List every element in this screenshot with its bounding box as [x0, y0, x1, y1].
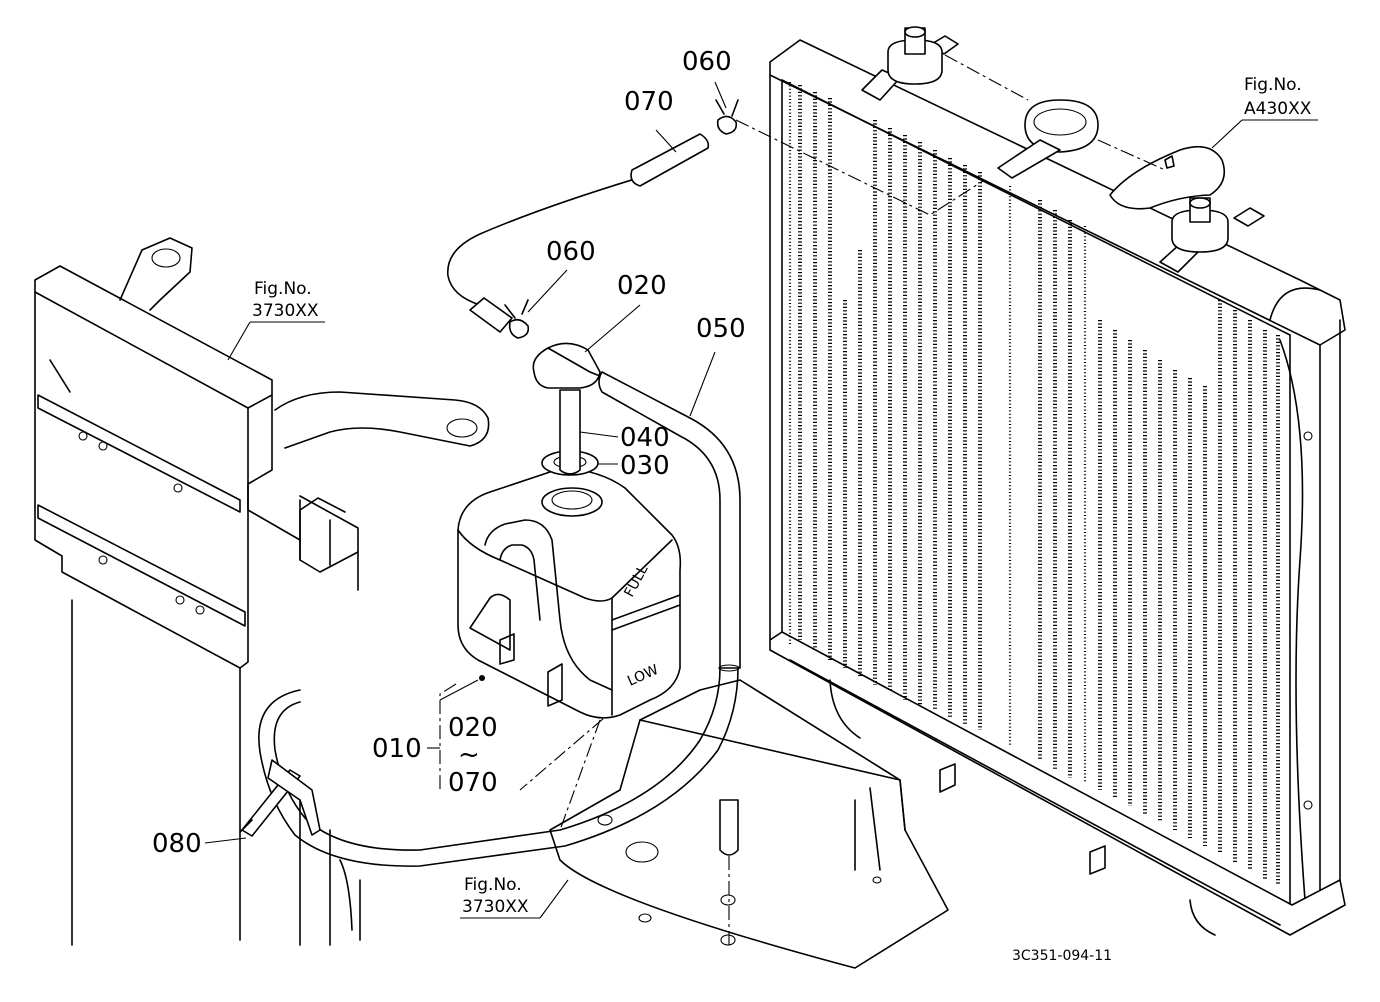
cap-assembly — [532, 342, 606, 476]
leader-lines — [204, 81, 1318, 919]
fig-ref-right-label: Fig.No. — [1244, 75, 1302, 95]
range-separator: ~ — [458, 740, 480, 770]
reservoir-tank: FULL LOW — [457, 467, 682, 719]
bracket-frame — [34, 237, 490, 946]
part-label-060: 060 — [682, 47, 732, 77]
siphon-hose — [447, 99, 1001, 339]
fig-ref-left-code: 3730XX — [252, 301, 319, 321]
part-label-030: 030 — [620, 451, 670, 481]
part-label-070-range: 070 — [448, 768, 498, 798]
bottom-plate — [549, 679, 949, 969]
fig-ref-bottom-code: 3730XX — [462, 897, 529, 917]
part-label-040: 040 — [620, 423, 670, 453]
fig-ref-bottom-label: Fig.No. — [464, 875, 522, 895]
part-label-020: 020 — [617, 271, 667, 301]
part-label-080: 080 — [152, 829, 202, 859]
drawing-code: 3C351-094-11 — [1012, 948, 1112, 964]
part-label-060: 060 — [546, 237, 596, 267]
part-label-010: 010 — [372, 734, 422, 764]
fig-ref-right-code: A430XX — [1244, 99, 1312, 119]
radiator — [769, 26, 1346, 936]
figure-references: Fig.No. 3730XX Fig.No. 3730XX Fig.No. A4… — [252, 75, 1312, 917]
overflow-hose — [598, 371, 741, 672]
fig-ref-left-label: Fig.No. — [254, 279, 312, 299]
part-label-050: 050 — [696, 314, 746, 344]
part-label-070: 070 — [624, 87, 674, 117]
part-labels: 070 060 060 020 050 040 030 010 020 ~ 07… — [152, 47, 746, 859]
band-clamp — [239, 759, 321, 837]
part-label-020-range: 020 — [448, 713, 498, 743]
